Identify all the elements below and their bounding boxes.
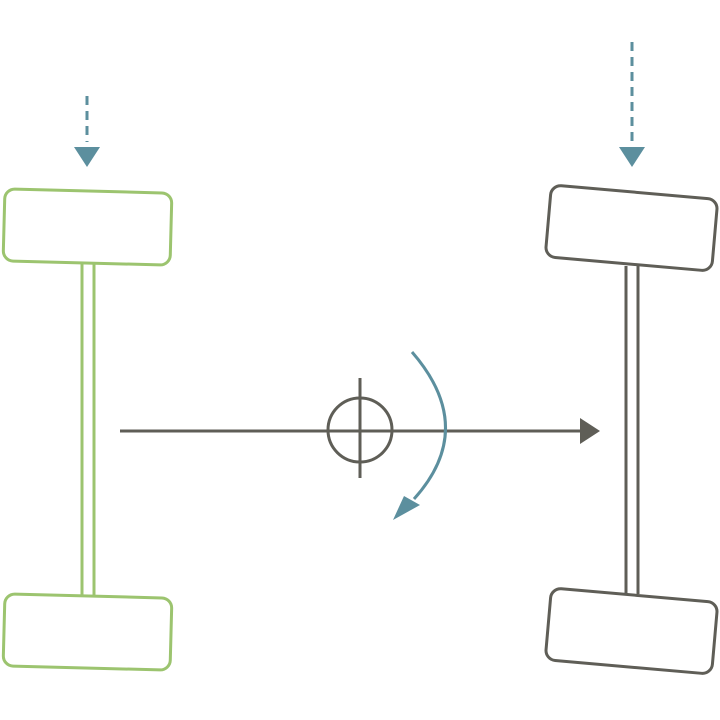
- dashed-down-arrow-icon: [619, 42, 645, 167]
- front-bottom-wheel: [1, 592, 174, 672]
- rear-top-wheel: [544, 184, 719, 272]
- dashed-down-arrow-icon: [74, 96, 100, 167]
- direction-arrow: [120, 418, 600, 444]
- front-axle: [1, 187, 174, 672]
- rear-bottom-wheel: [544, 587, 719, 675]
- crosshair-circle-icon: [326, 378, 394, 478]
- curved-arrow-icon: [393, 351, 447, 520]
- rear-axle: [544, 184, 719, 675]
- front-top-wheel: [1, 187, 174, 267]
